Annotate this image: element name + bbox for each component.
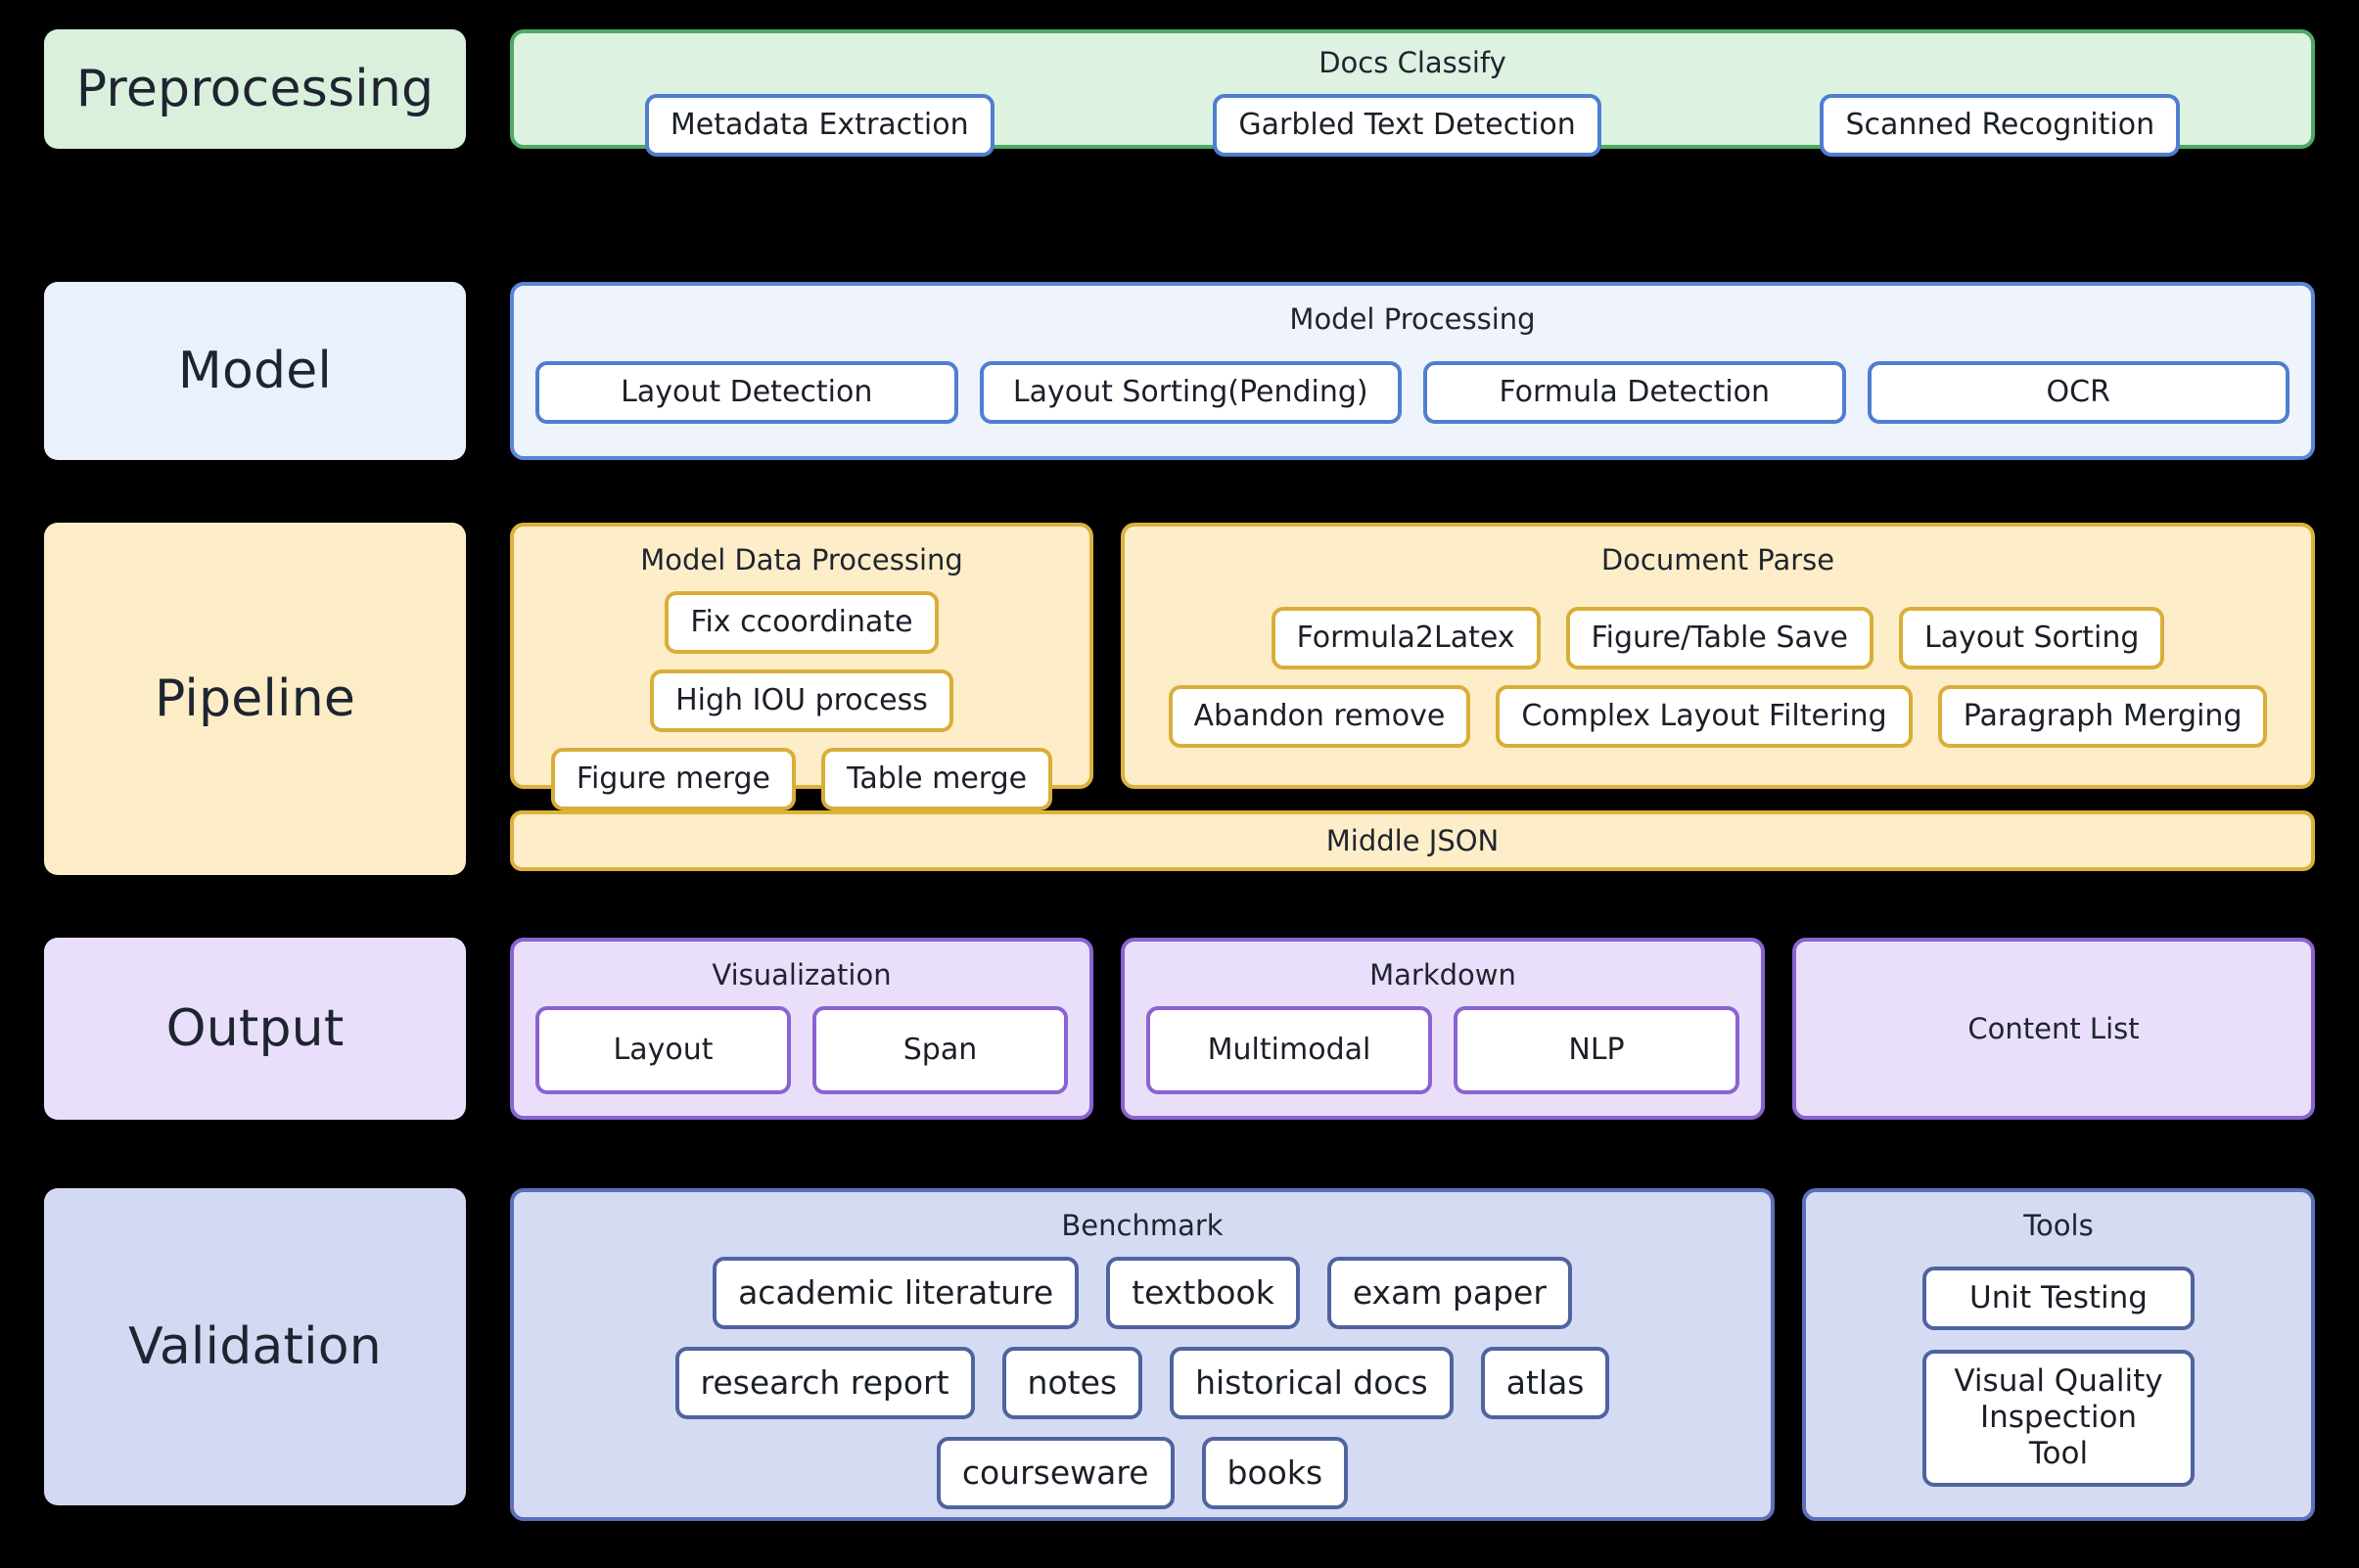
row-output: Output Visualization Layout Span Markdow…	[44, 938, 2315, 1120]
chip-high-iou-process[interactable]: High IOU process	[650, 669, 953, 733]
chip-books[interactable]: books	[1201, 1437, 1349, 1510]
group-title-visualization: Visualization	[712, 958, 892, 992]
docs-classify-items: Metadata Extraction Garbled Text Detecti…	[535, 94, 2290, 158]
row-preprocessing: Preprocessing Docs Classify Metadata Ext…	[44, 29, 2315, 158]
chip-span[interactable]: Span	[812, 1006, 1068, 1094]
document-parse-items: Formula2Latex Figure/Table Save Layout S…	[1146, 591, 2290, 763]
chip-notes[interactable]: notes	[1001, 1347, 1143, 1420]
stage-label-preprocessing: Preprocessing	[44, 29, 466, 149]
group-title-tools: Tools	[2023, 1209, 2094, 1242]
panel-content-list[interactable]: Content List	[1792, 938, 2315, 1120]
chip-fix-ccoordinate[interactable]: Fix ccoordinate	[665, 591, 939, 655]
output-content: Visualization Layout Span Markdown Multi…	[510, 938, 2315, 1120]
chip-abandon-remove[interactable]: Abandon remove	[1168, 685, 1471, 749]
visualization-items: Layout Span	[535, 1006, 1068, 1094]
chip-garbled-text-detection[interactable]: Garbled Text Detection	[1213, 94, 1601, 158]
chip-layout-sorting[interactable]: Layout Sorting	[1899, 607, 2165, 670]
group-title-markdown: Markdown	[1369, 958, 1516, 992]
chip-layout[interactable]: Layout	[535, 1006, 791, 1094]
chip-scanned-recognition[interactable]: Scanned Recognition	[1820, 94, 2181, 158]
chip-exam-paper[interactable]: exam paper	[1326, 1257, 1572, 1330]
stage-label-validation: Validation	[44, 1188, 466, 1505]
pipeline-right-column: Model Data Processing Fix ccoordinate Hi…	[510, 523, 2315, 875]
chip-unit-testing[interactable]: Unit Testing	[1922, 1266, 2195, 1330]
group-model-data-processing: Model Data Processing Fix ccoordinate Hi…	[510, 523, 1093, 811]
markdown-items: Multimodal NLP	[1146, 1006, 1739, 1094]
group-tools: Tools Unit Testing Visual Quality Inspec…	[1802, 1188, 2315, 1521]
chip-textbook[interactable]: textbook	[1106, 1257, 1300, 1330]
chip-research-report[interactable]: research report	[674, 1347, 975, 1420]
chip-layout-sorting-pending[interactable]: Layout Sorting(Pending)	[979, 361, 1402, 425]
chip-atlas[interactable]: atlas	[1480, 1347, 1610, 1420]
chip-multimodal[interactable]: Multimodal	[1146, 1006, 1432, 1094]
model-data-processing-items: Fix ccoordinate High IOU process Figure …	[535, 591, 1068, 811]
chip-ocr[interactable]: OCR	[1867, 361, 2290, 425]
group-title-model-data-processing: Model Data Processing	[640, 543, 963, 576]
group-markdown: Markdown Multimodal NLP	[1121, 938, 1765, 1120]
chip-complex-layout-filtering[interactable]: Complex Layout Filtering	[1496, 685, 1913, 749]
group-visualization: Visualization Layout Span	[510, 938, 1093, 1120]
pipeline-groups: Model Data Processing Fix ccoordinate Hi…	[510, 523, 2315, 811]
row-pipeline: Pipeline Model Data Processing Fix ccoor…	[44, 523, 2315, 875]
group-title-docs-classify: Docs Classify	[1318, 46, 1506, 79]
model-processing-items: Layout Detection Layout Sorting(Pending)…	[535, 350, 2290, 435]
chip-figure-table-save[interactable]: Figure/Table Save	[1565, 607, 1873, 670]
chip-visual-quality-inspection-tool[interactable]: Visual Quality Inspection Tool	[1922, 1349, 2195, 1487]
chip-layout-detection[interactable]: Layout Detection	[535, 361, 958, 425]
group-document-parse: Document Parse Formula2Latex Figure/Tabl…	[1121, 523, 2315, 789]
stage-label-pipeline: Pipeline	[44, 523, 466, 875]
chip-metadata-extraction[interactable]: Metadata Extraction	[644, 94, 994, 158]
validation-content: Benchmark academic literature textbook e…	[510, 1188, 2315, 1521]
bar-middle-json[interactable]: Middle JSON	[510, 810, 2315, 871]
pipeline-content: Model Data Processing Fix ccoordinate Hi…	[510, 523, 2315, 875]
row-model: Model Model Processing Layout Detection …	[44, 282, 2315, 460]
group-title-document-parse: Document Parse	[1600, 543, 1835, 576]
chip-formula-detection[interactable]: Formula Detection	[1423, 361, 1846, 425]
preprocessing-content: Docs Classify Metadata Extraction Garble…	[510, 29, 2315, 158]
group-model-processing: Model Processing Layout Detection Layout…	[510, 282, 2315, 460]
chip-formula2latex[interactable]: Formula2Latex	[1271, 607, 1541, 670]
model-content: Model Processing Layout Detection Layout…	[510, 282, 2315, 460]
benchmark-items: academic literature textbook exam paper …	[535, 1257, 1749, 1510]
chip-courseware[interactable]: courseware	[936, 1437, 1175, 1510]
group-docs-classify: Docs Classify Metadata Extraction Garble…	[510, 29, 2315, 158]
chip-table-merge[interactable]: Table merge	[821, 748, 1053, 811]
group-title-benchmark: Benchmark	[1061, 1209, 1224, 1242]
chip-nlp[interactable]: NLP	[1454, 1006, 1739, 1094]
chip-academic-literature[interactable]: academic literature	[713, 1257, 1080, 1330]
stage-label-output: Output	[44, 938, 466, 1120]
chip-figure-merge[interactable]: Figure merge	[550, 748, 796, 811]
chip-historical-docs[interactable]: historical docs	[1170, 1347, 1454, 1420]
group-benchmark: Benchmark academic literature textbook e…	[510, 1188, 1775, 1521]
row-validation: Validation Benchmark academic literature…	[44, 1188, 2315, 1521]
tools-items: Unit Testing Visual Quality Inspection T…	[1827, 1257, 2290, 1496]
chip-paragraph-merging[interactable]: Paragraph Merging	[1937, 685, 2268, 749]
stage-label-model: Model	[44, 282, 466, 460]
group-title-model-processing: Model Processing	[1289, 302, 1536, 336]
